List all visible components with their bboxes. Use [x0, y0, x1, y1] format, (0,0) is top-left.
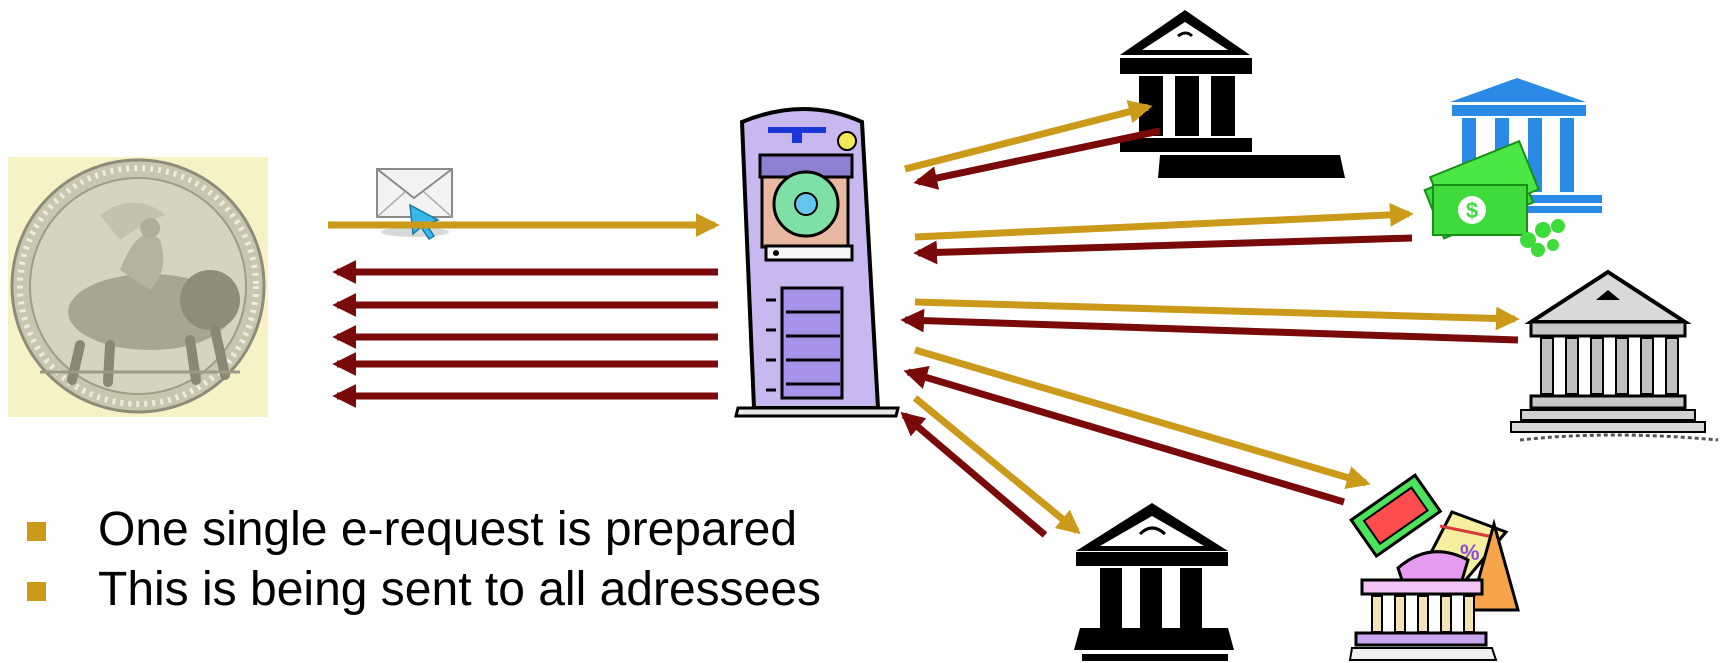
bullet-square-icon — [27, 522, 46, 541]
bank-building-icon — [1074, 503, 1234, 661]
bullet-list: One single e-request is prepared This is… — [22, 500, 821, 620]
response-arrow — [913, 127, 1161, 190]
request-arrow — [904, 100, 1153, 173]
response-arrow — [900, 411, 1048, 538]
seal-medallion-icon — [8, 157, 268, 417]
svg-text:$: $ — [1466, 198, 1478, 223]
bank-building-icon — [1120, 10, 1345, 178]
bullet-item: This is being sent to all adressees — [22, 560, 821, 620]
bullet-square-icon — [27, 582, 46, 601]
bank-building-icon — [1510, 269, 1719, 442]
response-arrow — [913, 234, 1413, 265]
request-arrow — [914, 346, 1371, 490]
bank-money-icon: $ — [1423, 78, 1602, 257]
bullet-text: This is being sent to all adressees — [98, 563, 822, 616]
request-arrow — [912, 395, 1081, 535]
bullet-item: One single e-request is prepared — [22, 500, 821, 560]
response-arrow — [903, 366, 1346, 506]
request-arrow — [914, 202, 1414, 241]
server-tower-icon — [734, 107, 900, 418]
bank-money-icon: % — [1348, 473, 1520, 661]
request-arrow — [914, 298, 1520, 331]
response-arrow — [900, 308, 1519, 344]
bullet-text: One single e-request is prepared — [98, 503, 798, 556]
